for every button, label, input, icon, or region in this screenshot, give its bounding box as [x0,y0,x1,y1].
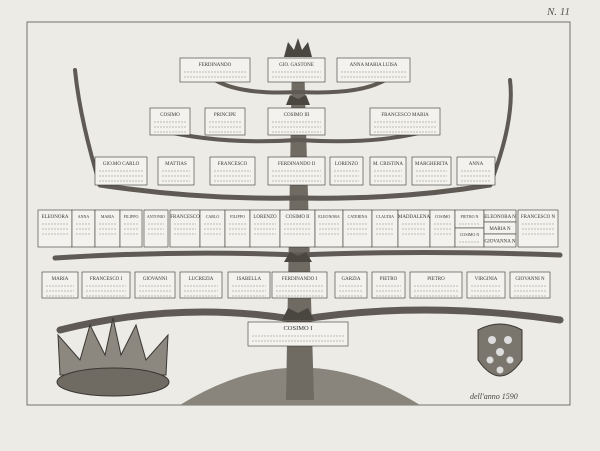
person-name: ANNA MARIA LUISA [350,63,398,68]
person-box [517,209,559,248]
plate-caption: dell'anno 1590 [470,392,518,401]
person-box [397,209,431,248]
person-box [279,209,316,248]
person-name: FILIPPO [230,214,245,219]
person-name: COSIMO [435,214,451,219]
person-box [509,271,551,299]
medici-coat-of-arms-icon [477,323,523,377]
person-name: GIO. GASTONE [279,63,314,68]
person-name: ANNA [78,214,90,219]
person-name: COSIMO III [284,113,310,118]
person-name: FRANCESCO N [521,215,556,220]
person-name: MADDALENA [398,215,431,220]
grand-ducal-crown-icon [56,317,170,397]
person-name: PIETRO [427,277,445,282]
person-name: FRANCESCO [170,215,200,220]
person-box [267,107,326,136]
person-name: PIETRO [380,277,398,282]
person-name: COSIMO N [460,232,480,237]
root-person-box [247,321,349,347]
person-name: FRANCESCO MARIA [381,113,429,118]
person-name: M. CRISTINA [373,162,403,167]
person-box [134,271,176,299]
person-name: FRANCESCO I [90,277,123,282]
person-name: LUCREZIA [189,277,214,282]
person-name: MARGHERITA [415,162,448,167]
person-name: GIOVANNI [143,277,168,282]
person-box [336,57,411,83]
root-person-name: COSIMO I [283,325,312,332]
person-name: ANTONIO [147,214,165,219]
person-box [409,271,463,299]
person-name: FERDINANDO [199,63,232,68]
person-box [37,209,73,248]
person-box [224,209,251,248]
person-box [119,209,143,248]
person-box [271,271,328,299]
person-name: MARIA N [489,227,511,232]
person-name: COSIMO II [285,215,309,220]
crown-icon [282,38,314,320]
person-name: COSIMO [160,113,180,118]
person-box [227,271,271,299]
person-box [94,209,121,248]
person-box [429,209,456,248]
person-name: MARIA [101,214,114,219]
person-name: GIOVANNI N [515,277,545,282]
person-box [483,233,517,248]
person-box [81,271,131,299]
person-name: GARZIA [342,277,361,282]
plate-number: N. 11 [546,6,570,18]
person-box [466,271,506,299]
person-name: ELEONORA [318,214,340,219]
person-name: ANNA [469,162,484,167]
person-box [369,107,441,136]
person-name: PIETRO N [461,214,479,219]
person-box [371,271,406,299]
person-box [41,271,79,299]
person-box [454,227,485,248]
person-name: ELEONORA N [484,215,516,220]
person-box [143,209,169,248]
person-name: MARIA [52,277,69,282]
person-name: FERDINANDO II [278,162,315,167]
person-name: FRANCESCO [218,162,248,167]
person-name: CLAUDIA [376,214,394,219]
person-name: ISABELLA [237,277,262,282]
person-name: CARLO [206,214,220,219]
person-name: LORENZO [253,215,277,220]
person-name: FILIPPO [124,214,139,219]
person-name: PRINCIPE [214,113,236,118]
person-box [149,107,191,136]
person-name: GIO.MO CARLO [103,162,140,167]
person-name: MATTIAS [165,162,187,167]
person-name: GIOVANNA N [485,240,516,245]
person-name: LORENZO [335,162,359,167]
person-box [179,57,251,83]
person-box [267,57,326,83]
person-name: VIRGINIA [475,277,498,282]
person-box [454,209,485,229]
person-box [334,271,368,299]
person-name: CATERINA [348,214,368,219]
person-name: FERDINANDO I [282,277,318,282]
person-name: ELEONORA [42,215,69,220]
person-box [204,107,246,136]
person-box [179,271,223,299]
